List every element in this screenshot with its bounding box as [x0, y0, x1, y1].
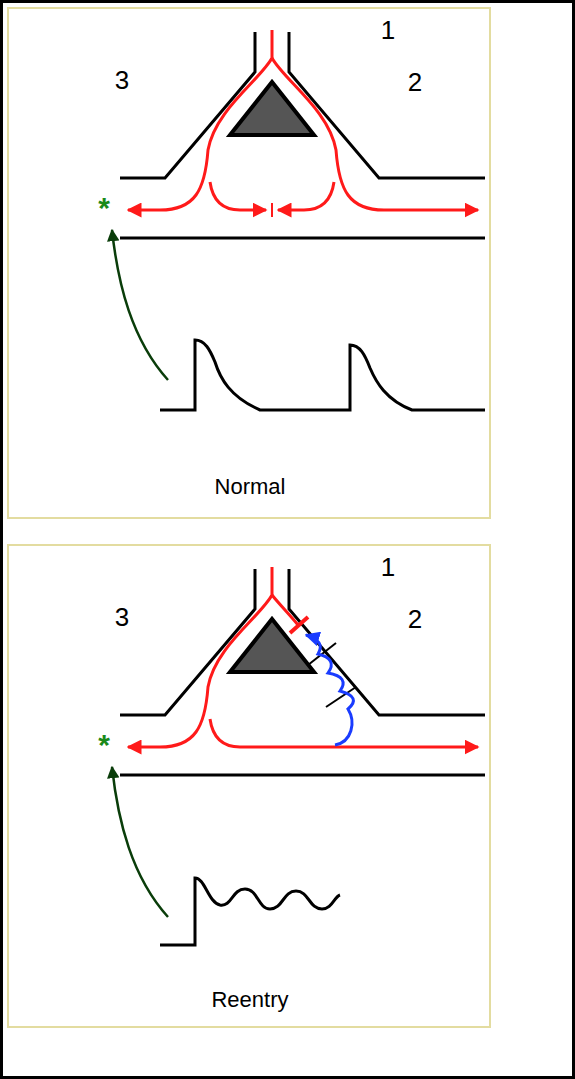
branch-number: 3 — [115, 67, 129, 93]
panel-caption: Reentry — [211, 989, 288, 1011]
branch-number: 1 — [381, 554, 395, 580]
branch-number: 1 — [381, 17, 395, 43]
branch-number: 2 — [408, 69, 422, 95]
recording-site-mark: * — [98, 193, 110, 223]
reentry-panel — [112, 567, 485, 945]
panel-frame — [8, 545, 490, 1027]
recording-site-mark: * — [98, 730, 110, 760]
normal-panel — [112, 30, 485, 410]
panel-caption: Normal — [215, 476, 286, 498]
panel-frame — [8, 8, 490, 518]
branch-number: 3 — [115, 604, 129, 630]
branch-number: 2 — [408, 606, 422, 632]
